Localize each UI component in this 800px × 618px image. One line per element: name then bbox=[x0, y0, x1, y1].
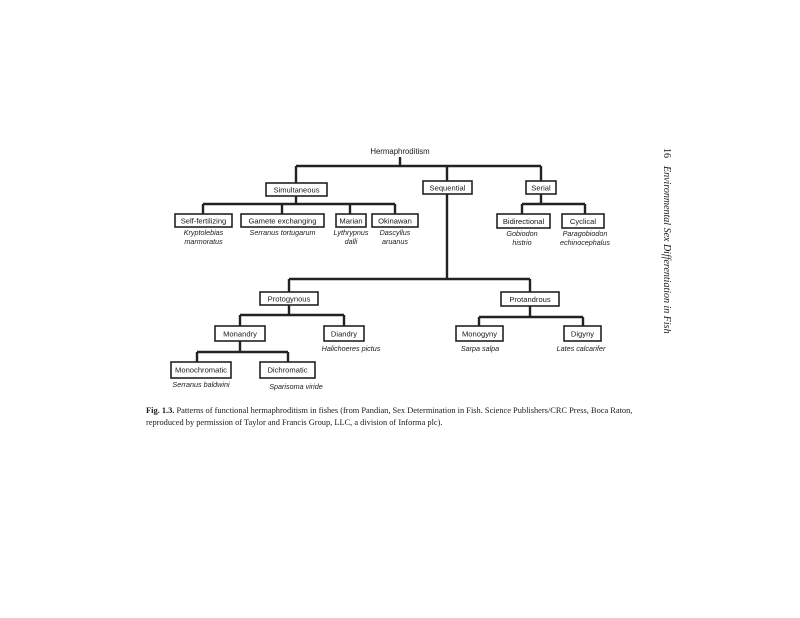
node-protandrous: Protandrous bbox=[500, 291, 560, 307]
svg-text:Serial: Serial bbox=[531, 184, 551, 193]
species-label: Paragobiodon bbox=[563, 229, 608, 238]
protandrous-connector bbox=[477, 306, 585, 326]
protogynous-connector bbox=[238, 304, 346, 326]
svg-text:Monandry: Monandry bbox=[223, 330, 257, 339]
figure-caption: Fig. 1.3. Patterns of functional hermaph… bbox=[146, 405, 666, 428]
svg-text:Bidirectional: Bidirectional bbox=[503, 217, 545, 226]
monandry-connector bbox=[195, 341, 290, 362]
simultaneous-connector bbox=[201, 195, 397, 214]
node-simultaneous: Simultaneous bbox=[265, 182, 328, 197]
species-label: Sparisoma viride bbox=[269, 382, 323, 391]
caption-text: Patterns of functional hermaphroditism i… bbox=[146, 406, 633, 427]
node-sequential: Sequential bbox=[422, 180, 473, 195]
node-cyclical: Cyclical Paragobiodon echinocephalus bbox=[560, 213, 610, 247]
root-connector bbox=[294, 157, 543, 183]
node-protogynous: Protogynous bbox=[259, 291, 319, 306]
connectors bbox=[195, 157, 587, 362]
species-label: aruanus bbox=[382, 237, 408, 246]
species-label: Sarpa salpa bbox=[461, 344, 499, 353]
root-label: Hermaphroditism bbox=[370, 147, 429, 156]
node-self-fertilizing: Self-fertilizing Kryptolebias marmoratus bbox=[174, 213, 233, 246]
node-serial: Serial bbox=[525, 180, 557, 195]
running-head: 16Environmental Sex Differentiation in F… bbox=[658, 148, 672, 338]
species-label: Gobiodon bbox=[506, 229, 537, 238]
species-label: histrio bbox=[512, 238, 531, 247]
svg-text:Cyclical: Cyclical bbox=[570, 217, 596, 226]
node-dichromatic: Dichromatic Sparisoma viride bbox=[259, 361, 323, 391]
species-label: Dascyllus bbox=[380, 228, 411, 237]
svg-text:Protandrous: Protandrous bbox=[509, 295, 551, 304]
serial-connector bbox=[520, 193, 587, 214]
svg-text:Sequential: Sequential bbox=[430, 184, 466, 193]
svg-text:Monochromatic: Monochromatic bbox=[175, 366, 227, 375]
svg-text:Diandry: Diandry bbox=[331, 330, 357, 339]
node-okinawan: Okinawan Dascyllus aruanus bbox=[371, 213, 419, 246]
species-label: Serranus baldwini bbox=[172, 380, 230, 389]
svg-text:Gamete exchanging: Gamete exchanging bbox=[249, 217, 317, 226]
svg-text:Monogyny: Monogyny bbox=[462, 330, 497, 339]
svg-text:Digyny: Digyny bbox=[571, 330, 594, 339]
node-diandry: Diandry Halichoeres pictus bbox=[322, 325, 381, 353]
running-title: Environmental Sex Differentiation in Fis… bbox=[661, 166, 672, 334]
species-label: Serranus tortugarum bbox=[250, 228, 316, 237]
node-monandry: Monandry bbox=[214, 325, 266, 342]
svg-text:Simultaneous: Simultaneous bbox=[273, 186, 319, 195]
node-monogyny: Monogyny Sarpa salpa bbox=[455, 325, 504, 353]
svg-text:Self-fertilizing: Self-fertilizing bbox=[181, 217, 227, 226]
species-label: Lates calcarifer bbox=[557, 344, 606, 353]
node-digyny: Digyny Lates calcarifer bbox=[557, 325, 606, 353]
figure-label: Fig. 1.3. bbox=[146, 406, 175, 415]
svg-text:Protogynous: Protogynous bbox=[268, 295, 311, 304]
svg-text:Marian: Marian bbox=[339, 217, 362, 226]
svg-text:Okinawan: Okinawan bbox=[378, 217, 412, 226]
species-label: echinocephalus bbox=[560, 238, 610, 247]
species-label: Lythrypnus bbox=[333, 228, 368, 237]
page-number: 16 bbox=[661, 148, 672, 158]
species-label: dalli bbox=[345, 237, 358, 246]
node-monochromatic: Monochromatic Serranus baldwini bbox=[170, 361, 232, 389]
node-bidirectional: Bidirectional Gobiodon histrio bbox=[496, 213, 551, 247]
species-label: Halichoeres pictus bbox=[322, 344, 381, 353]
node-marian: Marian Lythrypnus dalli bbox=[333, 213, 369, 246]
svg-text:Dichromatic: Dichromatic bbox=[267, 366, 307, 375]
node-gamete-exchanging: Gamete exchanging Serranus tortugarum bbox=[240, 213, 325, 237]
species-label: marmoratus bbox=[184, 237, 223, 246]
sequential-connector bbox=[287, 193, 532, 292]
species-label: Kryptolebias bbox=[184, 228, 224, 237]
